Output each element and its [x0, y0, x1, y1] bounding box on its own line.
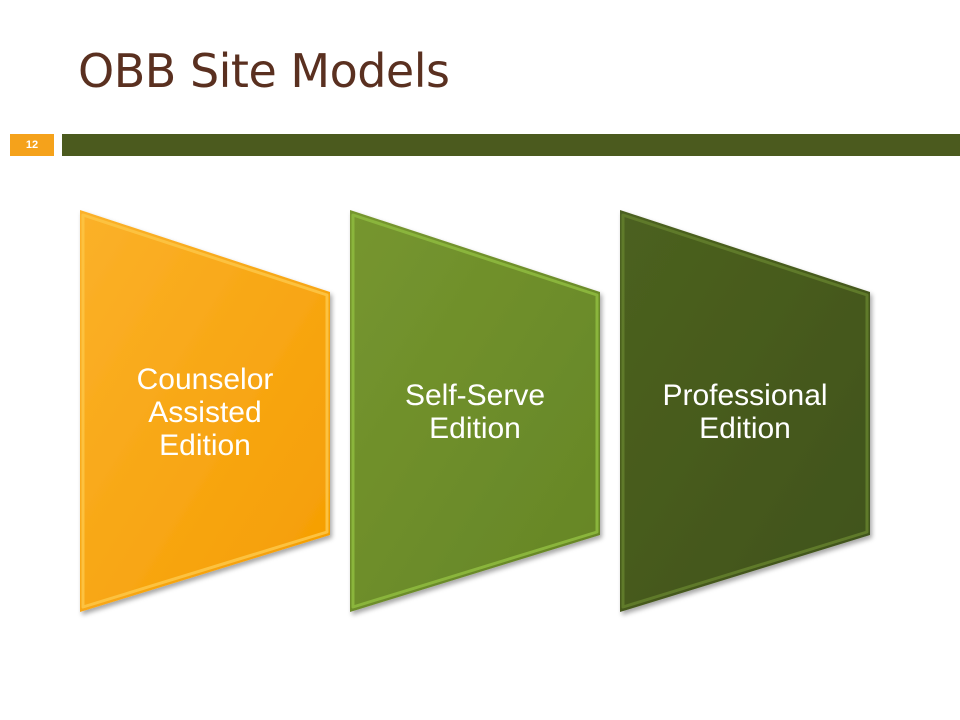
edition-shape-fill	[350, 210, 600, 612]
edition-shape-bevel	[81, 213, 329, 609]
edition-shape-3	[620, 210, 870, 612]
slide-title: OBB Site Models	[78, 44, 450, 98]
edition-label-1: Counselor Assisted Edition	[136, 362, 274, 462]
slide-number: 12	[10, 134, 54, 156]
title-rule	[62, 134, 960, 156]
edition-shape-1	[80, 210, 330, 612]
edition-shape-fill	[620, 210, 870, 612]
edition-shape-fill	[80, 210, 330, 612]
edition-label-3: Professional Edition	[662, 379, 828, 445]
edition-shape-bevel	[621, 213, 869, 609]
edition-label-2: Self-Serve Edition	[404, 379, 546, 445]
edition-shape-2	[350, 210, 600, 612]
edition-shape-bevel	[351, 213, 599, 609]
